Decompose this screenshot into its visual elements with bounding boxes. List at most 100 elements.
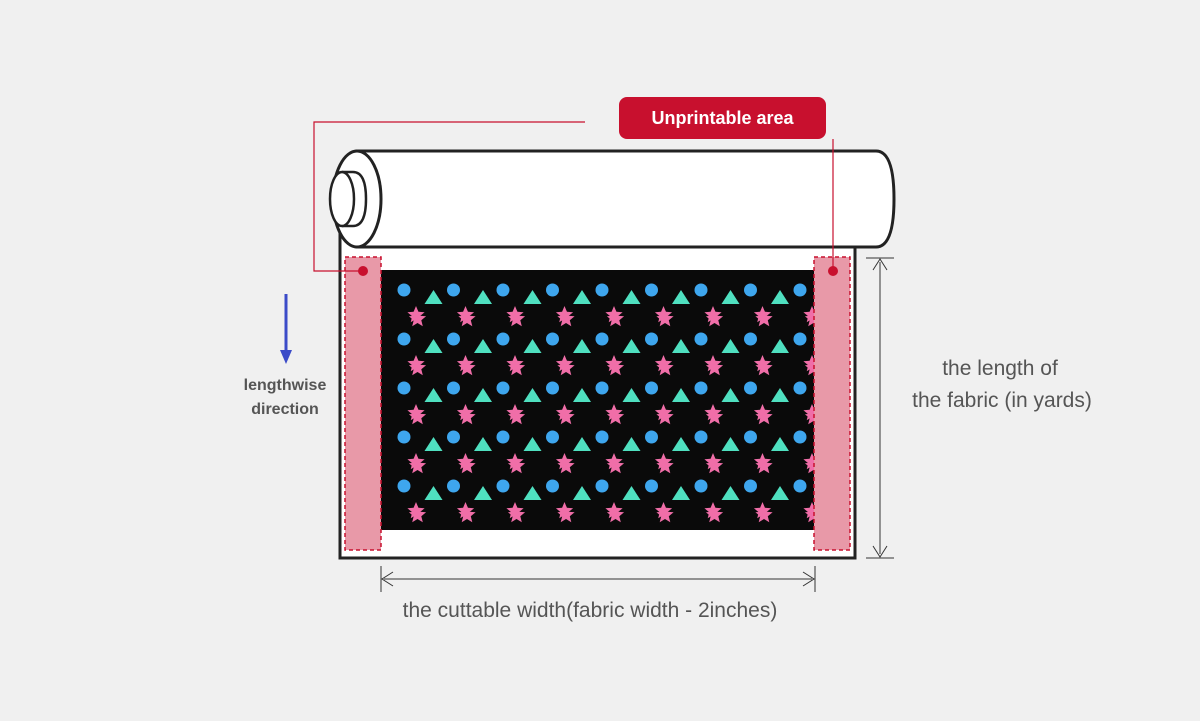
star-icon xyxy=(656,506,674,523)
cuttable-width-label: the cuttable width(fabric width - 2inche… xyxy=(403,599,778,622)
star-icon xyxy=(408,457,427,474)
leader-dot-left xyxy=(358,266,368,276)
circle-icon xyxy=(397,283,411,297)
circle-icon xyxy=(447,430,460,444)
star-icon xyxy=(705,408,724,425)
circle-icon xyxy=(595,283,609,297)
circle-icon xyxy=(546,430,559,444)
star-icon xyxy=(458,506,476,523)
circle-icon xyxy=(694,430,708,444)
triangle-icon xyxy=(771,486,789,500)
circle-icon xyxy=(694,283,708,297)
triangle-icon xyxy=(771,388,789,402)
circle-icon xyxy=(793,479,807,493)
star-icon xyxy=(656,457,674,474)
triangle-icon xyxy=(721,388,740,402)
fabric-roll xyxy=(328,149,896,249)
star-icon xyxy=(606,457,625,474)
circle-icon xyxy=(496,479,510,493)
triangle-icon xyxy=(424,486,443,500)
circle-icon xyxy=(546,479,559,493)
circle-icon xyxy=(694,381,708,395)
circle-icon xyxy=(744,381,757,395)
triangle-icon xyxy=(474,290,492,304)
triangle-icon xyxy=(622,339,641,353)
circle-icon xyxy=(793,332,807,346)
triangle-icon xyxy=(672,290,690,304)
circle-icon xyxy=(447,381,460,395)
triangle-icon xyxy=(523,486,542,500)
triangle-icon xyxy=(771,437,789,451)
unprintable-area-label: Unprintable area xyxy=(651,108,794,128)
star-icon xyxy=(656,310,674,327)
triangle-icon xyxy=(721,437,740,451)
triangle-icon xyxy=(573,437,591,451)
circle-icon xyxy=(595,479,609,493)
circle-icon xyxy=(447,479,460,493)
arrow-down-head xyxy=(280,350,292,364)
circle-icon xyxy=(595,332,609,346)
triangle-icon xyxy=(573,486,591,500)
circle-icon xyxy=(496,430,510,444)
width-dimension xyxy=(380,566,816,592)
fabric-length-label-line2: the fabric (in yards) xyxy=(912,389,1092,412)
star-icon xyxy=(557,359,575,376)
triangle-icon xyxy=(721,339,740,353)
unprintable-area-badge: Unprintable area xyxy=(619,97,826,139)
circle-icon xyxy=(397,381,411,395)
circle-icon xyxy=(496,332,510,346)
triangle-icon xyxy=(672,339,690,353)
circle-icon xyxy=(546,381,559,395)
star-icon xyxy=(408,506,427,523)
circle-icon xyxy=(496,283,510,297)
star-icon xyxy=(507,310,526,327)
star-icon xyxy=(705,506,724,523)
triangle-icon xyxy=(523,290,542,304)
star-icon xyxy=(755,506,773,523)
star-icon xyxy=(408,408,427,425)
circle-icon xyxy=(744,430,757,444)
unprintable-margin-right xyxy=(813,256,851,551)
circle-icon xyxy=(793,381,807,395)
circle-icon xyxy=(694,479,708,493)
triangle-icon xyxy=(474,486,492,500)
star-icon xyxy=(755,359,773,376)
leader-dot-right xyxy=(828,266,838,276)
star-icon xyxy=(557,310,575,327)
triangle-icon xyxy=(672,437,690,451)
triangle-icon xyxy=(474,437,492,451)
star-icon xyxy=(606,506,625,523)
triangle-icon xyxy=(672,486,690,500)
roll-core-hole xyxy=(328,170,356,228)
star-icon xyxy=(705,359,724,376)
triangle-icon xyxy=(721,290,740,304)
star-icon xyxy=(606,310,625,327)
triangle-icon xyxy=(622,486,641,500)
length-dimension xyxy=(866,257,894,559)
circle-icon xyxy=(397,430,411,444)
star-icon xyxy=(705,457,724,474)
triangle-icon xyxy=(424,437,443,451)
triangle-icon xyxy=(622,290,641,304)
circle-icon xyxy=(447,332,460,346)
star-icon xyxy=(507,408,526,425)
star-icon xyxy=(606,408,625,425)
star-icon xyxy=(606,359,625,376)
lengthwise-direction-indicator: lengthwise direction xyxy=(244,294,326,418)
triangle-icon xyxy=(474,388,492,402)
circle-icon xyxy=(397,332,411,346)
unprintable-margin-left xyxy=(344,256,382,551)
circle-icon xyxy=(595,381,609,395)
circle-icon xyxy=(793,283,807,297)
triangle-icon xyxy=(523,437,542,451)
fabric-length-label-line1: the length of xyxy=(942,357,1058,380)
circle-icon xyxy=(645,479,658,493)
triangle-icon xyxy=(573,339,591,353)
triangle-icon xyxy=(424,339,443,353)
circle-icon xyxy=(744,479,757,493)
star-icon xyxy=(507,506,526,523)
star-icon xyxy=(557,506,575,523)
circle-icon xyxy=(595,430,609,444)
triangle-icon xyxy=(474,339,492,353)
